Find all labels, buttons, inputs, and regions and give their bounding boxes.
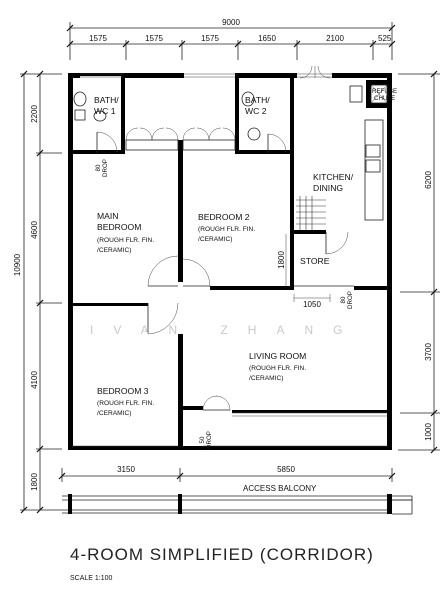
bedroom-3-note-line1: (ROUGH FLR. FIN. (97, 400, 154, 407)
dim-top-2: 1575 (145, 34, 163, 43)
access-balcony-label: ACCESS BALCONY (243, 484, 317, 493)
dim-top-total: 9000 (222, 18, 240, 27)
plan-title: 4-ROOM SIMPLIFIED (CORRIDOR) (70, 545, 374, 564)
dim-bottom-1: 3150 (117, 465, 135, 474)
dim-bottom-2: 5850 (277, 465, 295, 474)
dim-top-1: 1575 (89, 34, 107, 43)
bottom-dimension-chain: 3150 5850 (58, 465, 396, 482)
bath-wc-1-label-line1: BATH/ (94, 95, 119, 105)
dim-left-total: 10900 (13, 253, 22, 276)
dim-right-1: 6200 (424, 171, 433, 189)
bath-wc-2-label-line2: WC 2 (245, 106, 267, 116)
right-dimension-chain: 6200 3700 1000 (398, 70, 440, 454)
interior-dimensions: 1800 1050 (277, 234, 331, 309)
top-dimension-chain: 9000 1575 1575 1575 1650 2100 525 (66, 18, 396, 60)
bath-wc-1-label-line2: WC 1 (94, 106, 116, 116)
dim-top-4: 1650 (258, 34, 276, 43)
bedroom-casement-windows (125, 127, 236, 151)
living-room-note-line1: (ROUGH FLR. FIN. (249, 365, 306, 372)
bedroom-2-note-line1: (ROUGH FLR. FIN. (198, 226, 255, 233)
drop-bottom-label: DROP (206, 431, 213, 449)
fixtures (73, 80, 392, 230)
main-bedroom-label-line2: BEDROOM (97, 222, 141, 232)
drop-left-value: 80 (95, 164, 102, 171)
living-room-label: LIVING ROOM (249, 351, 306, 361)
bath-wc-2-label-line1: BATH/ (245, 95, 270, 105)
dim-left-2: 4600 (30, 221, 39, 239)
kitchen-top-window (299, 65, 331, 79)
dim-interior-1800: 1800 (277, 251, 286, 269)
dim-right-2: 3700 (424, 343, 433, 361)
kitchen-label-line1: KITCHEN/ (313, 172, 354, 182)
bedroom-3-label: BEDROOM 3 (97, 386, 149, 396)
main-bedroom-note-line2: /CERAMIC) (97, 247, 131, 254)
dim-left-1: 2200 (30, 105, 39, 123)
main-bedroom-label-line1: MAIN (97, 211, 118, 221)
windows (73, 73, 387, 447)
store-label: STORE (300, 256, 330, 266)
bedroom-3-note-line2: /CERAMIC) (97, 410, 131, 417)
dim-left-3: 4100 (30, 371, 39, 389)
main-bedroom-note-line1: (ROUGH FLR. FIN. (97, 237, 154, 244)
drop-right-label: DROP (347, 291, 354, 309)
dim-interior-1050: 1050 (303, 300, 321, 309)
drop-right-value: 80 (340, 296, 347, 303)
kitchen-label-line2: DINING (313, 183, 343, 193)
doors (96, 131, 354, 411)
refuse-chute-label-line1: REFUSE (372, 88, 397, 95)
drop-bottom-value: 50 (199, 436, 206, 443)
access-balcony: ACCESS BALCONY (62, 484, 413, 515)
dim-top-6: 525 (378, 34, 392, 43)
walls (68, 73, 392, 450)
left-dimension-chain: 10900 2200 4600 4100 1800 (13, 70, 62, 514)
refuse-chute-label-line2: CHUTE (374, 95, 395, 102)
dim-right-3: 1000 (424, 423, 433, 441)
dim-top-3: 1575 (201, 34, 219, 43)
bedroom-2-note-line2: /CERAMIC) (198, 236, 232, 243)
living-room-note-line2: /CERAMIC) (249, 375, 283, 382)
watermark: IVAN ZHANG (90, 323, 362, 337)
plan-scale: SCALE 1:100 (70, 575, 113, 582)
dim-left-4: 1800 (30, 473, 39, 491)
bedroom-2-label: BEDROOM 2 (198, 212, 250, 222)
drop-left-label: DROP (102, 159, 109, 177)
dim-top-5: 2100 (326, 34, 344, 43)
